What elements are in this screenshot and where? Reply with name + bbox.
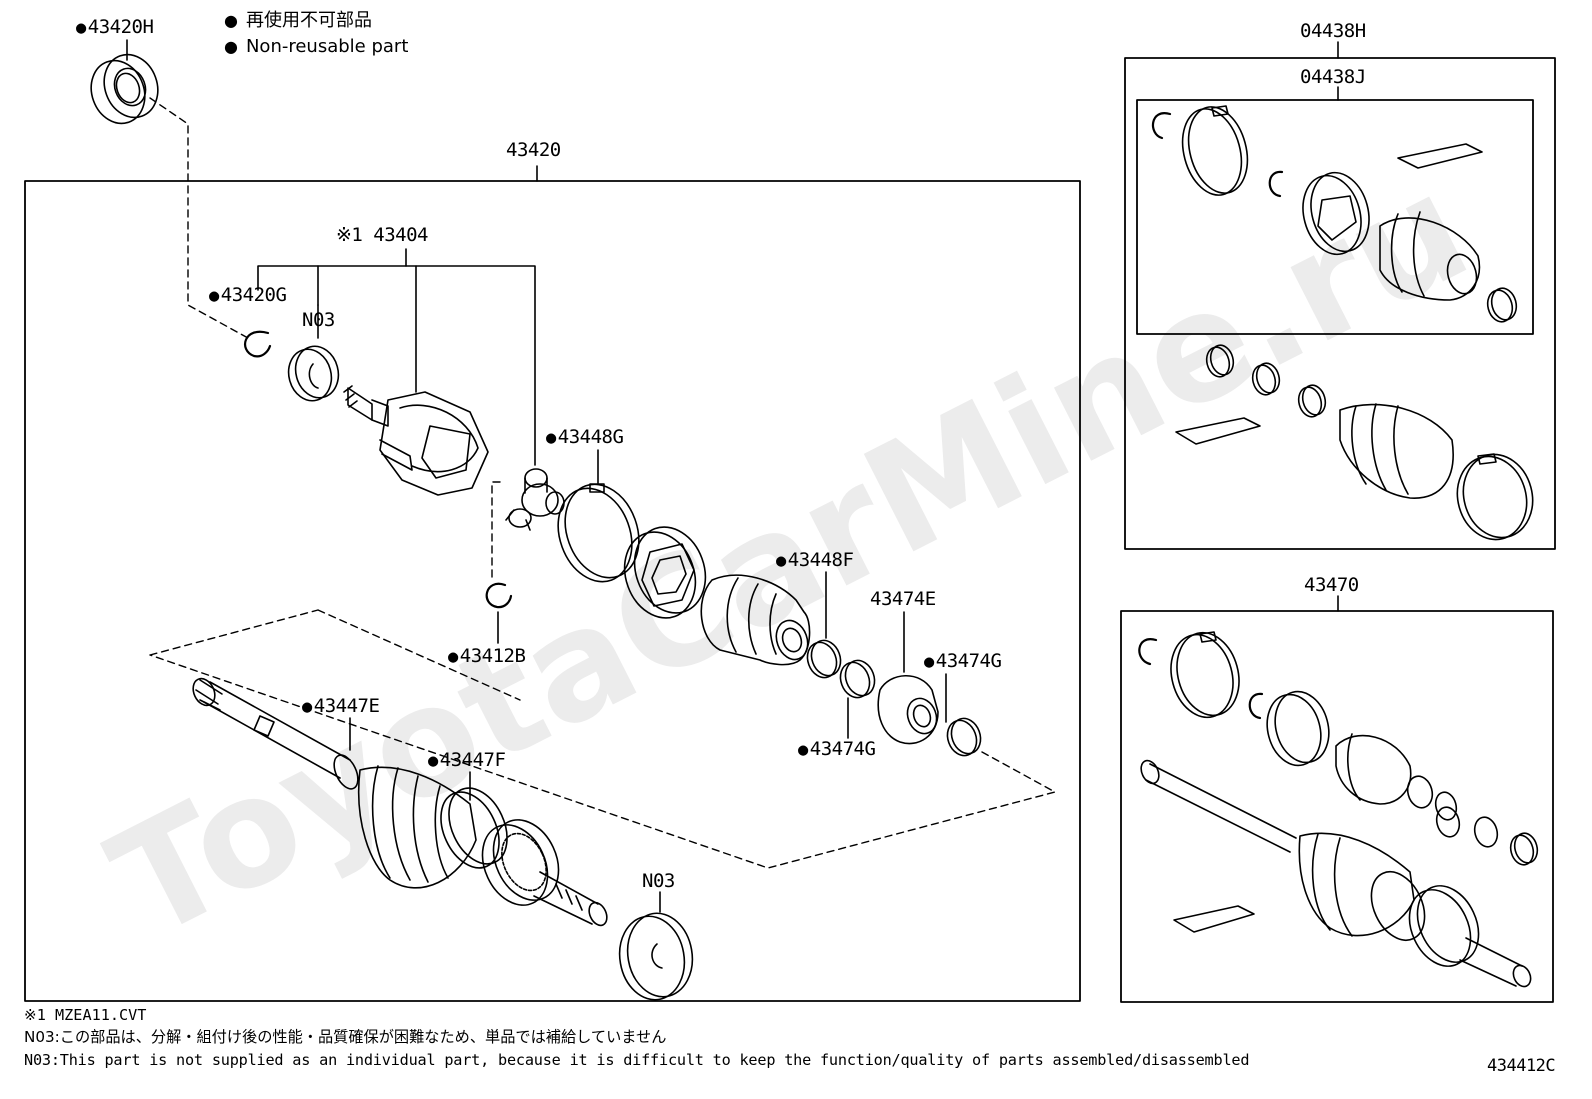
- kit-04438H-drawing: [1175, 344, 1534, 541]
- kit-04438J-box: [1136, 99, 1534, 335]
- legend-en: ●Non-reusable part: [224, 36, 409, 57]
- clamp-43474G-right-drawing: [945, 673, 982, 757]
- drive-shaft-drawing: [192, 677, 608, 927]
- callout-04438H[interactable]: 04438H: [1300, 20, 1366, 42]
- assembly-43420-box: [24, 180, 1081, 1002]
- clamp-43448F-drawing: [806, 571, 842, 679]
- clamp-43474G-lower-drawing: [839, 659, 876, 739]
- kit-04438J-drawing: [1152, 105, 1518, 323]
- assembly-43470-box: [1120, 610, 1554, 1003]
- callout-N03-upper[interactable]: N03: [302, 309, 335, 331]
- kit-04438H-box: [1124, 57, 1556, 550]
- callout-43420H[interactable]: 43420H: [76, 18, 154, 37]
- note-n03-jp: N03:この部品は、分解・組付け後の性能・品質確保が困難なため、単品では補給して…: [24, 1028, 667, 1046]
- joint-ring-drawing: [623, 526, 707, 619]
- dot-icon: ●: [224, 11, 238, 30]
- snap-ring-43412B: [485, 582, 513, 609]
- callout-43448G[interactable]: 43448G: [546, 428, 624, 447]
- callout-N03-lower[interactable]: N03: [642, 870, 675, 892]
- callout-43474G-lower[interactable]: 43474G: [798, 740, 876, 759]
- callout-43412B[interactable]: 43412B: [448, 647, 526, 666]
- callout-43474E[interactable]: 43474E: [870, 588, 936, 610]
- callout-43447F[interactable]: 43447F: [428, 751, 506, 770]
- callout-43474G-right[interactable]: 43474G: [924, 652, 1002, 671]
- callout-04438J[interactable]: 04438J: [1300, 66, 1366, 88]
- callout-43448F[interactable]: 43448F: [776, 551, 854, 570]
- callout-43420G[interactable]: 43420G: [209, 286, 287, 305]
- callout-43447E[interactable]: 43447E: [302, 697, 380, 716]
- dashed-guide-43412B: [491, 481, 501, 581]
- dashed-shaft-outline: [149, 609, 1056, 869]
- dashed-guide-bearing: [149, 97, 249, 339]
- damper-43474E-drawing: [877, 611, 939, 745]
- bearing-43420H-drawing: [90, 39, 159, 125]
- assembly-43470-drawing: [1138, 631, 1539, 988]
- cv-joint-housing-drawing: [343, 385, 489, 496]
- callout-43420[interactable]: 43420: [506, 139, 561, 161]
- bracket-43404: [257, 248, 536, 466]
- boot-upper-drawing: [700, 574, 811, 666]
- callout-43404[interactable]: ※1 43404: [336, 224, 429, 246]
- dot-icon: ●: [224, 37, 238, 56]
- tripod-drawing: [505, 468, 565, 531]
- note-n03-en: N03:This part is not supplied as an indi…: [24, 1051, 1250, 1069]
- cap-N03-upper-drawing: [287, 304, 340, 402]
- figure-id: 434412C: [1487, 1056, 1556, 1076]
- band-clamp-43448G-drawing: [557, 449, 640, 583]
- note-mzea11: ※1 MZEA11.CVT: [24, 1006, 147, 1024]
- cap-N03-lower-drawing: [618, 891, 694, 1001]
- legend-jp: ●再使用不可部品: [224, 10, 372, 31]
- callout-43470[interactable]: 43470: [1304, 574, 1359, 596]
- snap-ring-43420G: [244, 330, 272, 358]
